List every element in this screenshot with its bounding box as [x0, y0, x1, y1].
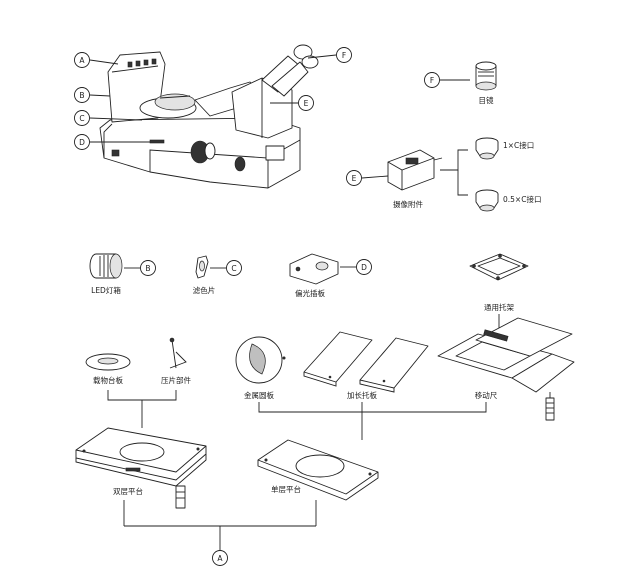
- mechanical-stage-part: 移动尺: [437, 314, 575, 421]
- color-filter-part: C 滤色片: [193, 255, 242, 295]
- marker-a-main: A: [74, 52, 90, 68]
- marker-e-main: E: [298, 95, 314, 111]
- svg-text:A: A: [79, 56, 85, 65]
- polarizer-plate-part: D 偏光插板: [289, 253, 372, 298]
- camera-attachment-part: E 摄像附件: [346, 149, 468, 209]
- extended-holder-plate-part: 加长托板: [303, 331, 429, 400]
- svg-text:D: D: [79, 138, 85, 147]
- clip-assembly-label: 压片部件: [161, 375, 191, 385]
- stage-plate-label: 载物台板: [93, 375, 123, 385]
- one-x-c-adapter: 1×C接口: [475, 137, 534, 160]
- svg-text:D: D: [361, 263, 367, 272]
- half-x-c-adapter: 0.5×C接口: [475, 189, 541, 212]
- led-lamp-box-label: LED灯箱: [91, 285, 121, 295]
- led-lamp-box-part: B LED灯箱: [89, 253, 156, 295]
- metal-round-plate-part: 金属圆板: [235, 336, 286, 400]
- double-layer-stage-part: 双层平台: [75, 427, 207, 509]
- main-body-leaders: [89, 54, 337, 143]
- single-layer-stage-label: 单层平台: [271, 484, 301, 494]
- svg-text:F: F: [342, 51, 346, 60]
- universal-holder-label: 通用托架: [484, 302, 514, 312]
- double-layer-stage-label: 双层平台: [113, 486, 143, 496]
- marker-f-main: F: [336, 47, 352, 63]
- single-stage-connector: [258, 402, 487, 440]
- eyepiece-label: 目镜: [479, 95, 494, 105]
- extended-holder-plate-label: 加长托板: [347, 390, 377, 400]
- svg-text:B: B: [79, 91, 84, 100]
- svg-text:A: A: [217, 554, 223, 563]
- single-layer-stage-part: 单层平台: [257, 439, 379, 501]
- metal-round-plate-label: 金属圆板: [244, 390, 274, 400]
- clip-assembly-part: 压片部件: [161, 337, 191, 385]
- camera-attachment-label: 摄像附件: [393, 199, 423, 209]
- polarizer-plate-label: 偏光插板: [295, 288, 325, 298]
- bottom-connector: [123, 500, 317, 550]
- mechanical-stage-label: 移动尺: [475, 390, 498, 400]
- svg-text:B: B: [145, 264, 150, 273]
- stage-plate-clip-connector: [107, 390, 177, 428]
- svg-text:E: E: [304, 99, 309, 108]
- svg-text:C: C: [79, 114, 84, 123]
- half-x-c-label: 0.5×C接口: [503, 194, 541, 204]
- marker-a-bottom: A: [212, 550, 228, 566]
- eyepiece-part: F 目镜: [424, 61, 497, 105]
- marker-c-main: C: [74, 110, 90, 126]
- svg-text:E: E: [352, 174, 357, 183]
- stage-plate-part: 载物台板: [85, 353, 131, 385]
- svg-text:F: F: [430, 76, 434, 85]
- one-x-c-label: 1×C接口: [503, 140, 534, 150]
- universal-holder-part: 通用托架: [469, 253, 529, 312]
- color-filter-label: 滤色片: [193, 285, 216, 295]
- marker-b-main: B: [74, 87, 90, 103]
- microscope-body: [99, 44, 319, 189]
- marker-d-main: D: [74, 134, 90, 150]
- svg-text:C: C: [231, 264, 236, 273]
